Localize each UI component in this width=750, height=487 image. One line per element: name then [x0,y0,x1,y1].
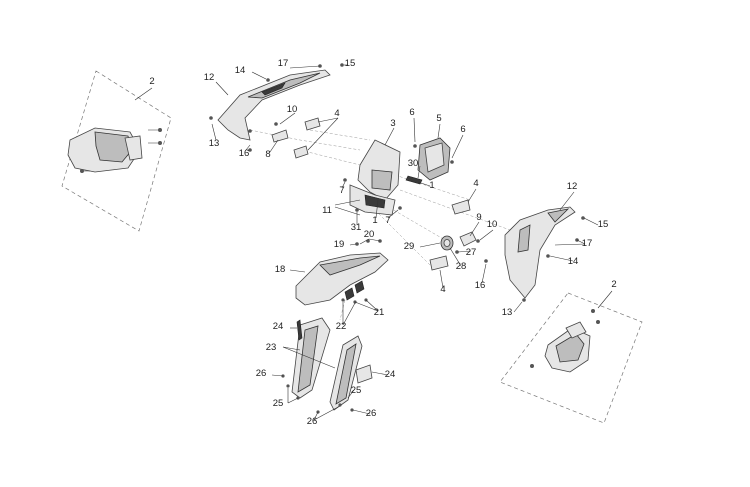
callout-13-label: 13 [502,307,513,318]
callout-12-label: 12 [567,181,578,192]
headlight-unit-part [413,137,454,181]
callout-26-label: 26 [366,408,377,419]
callout-5-label: 5 [436,113,441,124]
callout-10-label: 10 [487,219,498,230]
right-side-fairing-part [484,206,585,302]
callout-30-label: 30 [408,158,419,169]
mask-mounting-bolts [334,178,402,216]
rubber-block-parts [293,117,471,271]
detail-box-right-handguard [499,292,643,424]
reflector-and-bolts-parts [440,231,480,254]
callout-18-label: 18 [275,264,286,275]
headlight-mask-part [349,139,401,216]
callout-27-label: 27 [466,247,477,258]
callout-6-label: 6 [460,124,465,135]
callout-16-label: 16 [239,148,250,159]
callout-23-label: 23 [266,342,277,353]
leader-lines [134,64,613,421]
left-handguard-part [67,127,162,173]
fork-reflector-parts [296,319,373,384]
callout-20-label: 20 [364,229,375,240]
callout-11-label: 11 [322,205,332,216]
callout-26-label: 26 [307,416,318,427]
assembly-guide-lines [249,129,511,321]
left-side-fairing-part [209,63,344,141]
callout-4-label: 4 [473,178,478,189]
callout-7-label: 7 [385,215,390,226]
callout-2-label: 2 [149,76,154,87]
callout-15-label: 15 [345,58,356,69]
front-fender-part [295,252,389,306]
callout-17-label: 17 [582,238,593,249]
callout-24-label: 24 [273,321,284,332]
fender-screws [341,239,382,304]
callout-3-label: 3 [390,118,395,129]
callout-21-label: 21 [374,307,385,318]
right-handguard-part [530,309,600,373]
callout-10-label: 10 [287,104,298,115]
callout-14-label: 14 [568,256,579,267]
callout-7-label: 7 [339,185,344,196]
callout-17-label: 17 [278,58,289,69]
callout-29-label: 29 [404,241,415,252]
callout-25-label: 25 [273,398,284,409]
detail-box-left-handguard [61,70,172,232]
callout-19-label: 19 [334,239,345,250]
callout-16-label: 16 [475,280,486,291]
fork-guard-screws [281,374,354,414]
callout-8-label: 8 [265,149,270,160]
callout-14-label: 14 [235,65,246,76]
callout-24-label: 24 [385,369,396,380]
callout-1-label: 1 [372,215,377,226]
callout-4-label: 4 [334,108,339,119]
callout-13-label: 13 [209,138,220,149]
callout-26-label: 26 [256,368,267,379]
callout-28-label: 28 [456,261,467,272]
callout-25-label: 25 [351,385,362,396]
left-small-clips [248,122,289,152]
right-fork-guard-part [329,335,363,411]
callout-12-label: 12 [204,72,215,83]
callout-4-label: 4 [440,284,445,295]
callout-31-label: 31 [351,222,362,233]
callout-9-label: 9 [476,212,481,223]
callout-22-label: 22 [336,321,347,332]
callout-1-label: 1 [429,180,434,191]
callout-2-label: 2 [611,279,616,290]
callout-15-label: 15 [598,219,609,230]
callout-6-label: 6 [409,107,414,118]
